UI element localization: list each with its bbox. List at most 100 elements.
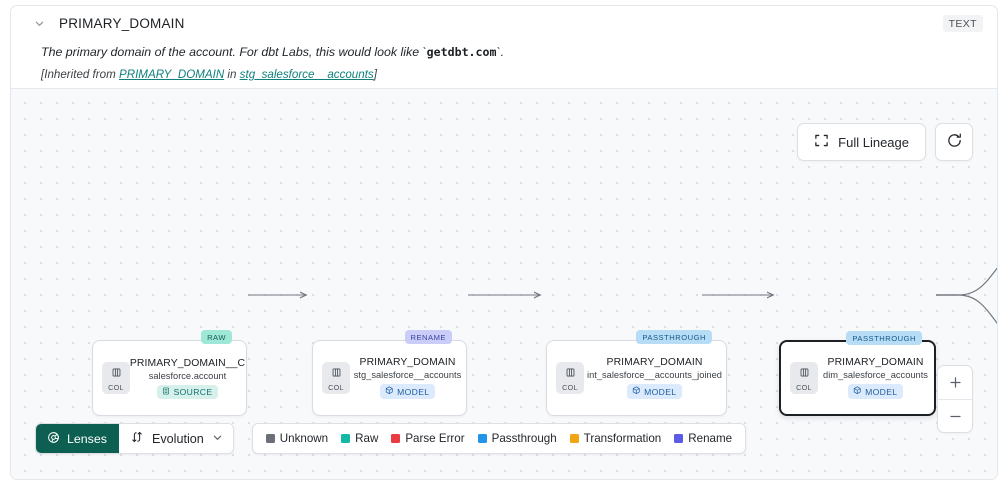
description-code: getdbt.com [426, 45, 497, 59]
lineage-edges [248, 267, 997, 324]
columns-icon [111, 365, 122, 383]
lenses-segmented-control: Lenses Evolution [35, 423, 234, 454]
database-icon [162, 387, 170, 397]
cube-icon [385, 386, 394, 397]
chevron-down-icon [212, 432, 223, 446]
lineage-canvas[interactable]: Full Lineage [11, 89, 997, 479]
node-table-name: salesforce.account [148, 370, 227, 381]
legend-swatch-passthrough [477, 434, 487, 443]
lineage-node[interactable]: RENAME COL PRIMARY_DOMAIN [312, 330, 467, 416]
description-text-after: `. [496, 45, 505, 59]
legend-swatch-transformation [569, 434, 579, 443]
lenses-button[interactable]: Lenses [36, 424, 119, 453]
node-kind-label: MODEL [644, 386, 677, 397]
lineage-graph: RAW COL PRIMARY_DOMAIN__C [11, 89, 997, 479]
column-chip: COL [790, 362, 818, 394]
legend-item: Rename [674, 432, 732, 445]
legend-item: Parse Error [391, 432, 465, 445]
node-column-name: PRIMARY_DOMAIN [606, 357, 703, 369]
legend-swatch-rename [674, 434, 684, 443]
node-table-name: int_salesforce__accounts_joined [587, 370, 722, 381]
node-kind-badge: SOURCE [156, 384, 219, 399]
lineage-node-selected[interactable]: PASSTHROUGH COL PRIMARY_DOMAIN [779, 331, 936, 416]
lenses-label: Lenses [67, 431, 107, 446]
lineage-node[interactable]: PASSTHROUGH COL PRIMARY_DOMAIN [546, 330, 727, 416]
inherited-from-note: [Inherited from PRIMARY_DOMAIN in stg_sa… [11, 62, 997, 81]
node-body: PRIMARY_DOMAIN stg_salesforce__accounts … [354, 357, 461, 399]
inherited-prefix: [Inherited from [41, 67, 119, 81]
full-lineage-label: Full Lineage [838, 134, 909, 150]
node-tag-badge: PASSTHROUGH [636, 330, 712, 344]
node-column-name: PRIMARY_DOMAIN [359, 357, 456, 369]
evolution-dropdown[interactable]: Evolution [118, 424, 233, 453]
node-tag-badge: RAW [201, 330, 232, 344]
column-chip-label: COL [328, 382, 344, 392]
inherited-model-link[interactable]: stg_salesforce__accounts [239, 67, 374, 81]
legend-label: Raw [355, 432, 379, 445]
lineage-node[interactable]: RAW COL PRIMARY_DOMAIN__C [92, 330, 247, 416]
column-chip: COL [102, 362, 130, 394]
column-chip-label: COL [108, 382, 124, 392]
node-tag-badge: PASSTHROUGH [846, 331, 922, 345]
node-kind-badge: MODEL [847, 384, 904, 399]
evolution-label: Evolution [151, 431, 204, 446]
zoom-in-button[interactable] [938, 366, 972, 399]
column-description: The primary domain of the account. For d… [11, 40, 997, 62]
node-kind-badge: MODEL [379, 384, 436, 399]
node-kind-label: SOURCE [173, 386, 213, 397]
column-chip-label: COL [796, 382, 812, 392]
inherited-column-link[interactable]: PRIMARY_DOMAIN [118, 67, 225, 81]
panel-header: PRIMARY_DOMAIN TEXT The primary domain o… [11, 6, 997, 89]
node-kind-label: MODEL [397, 386, 430, 397]
cube-icon [853, 386, 862, 397]
canvas-top-controls: Full Lineage [797, 123, 973, 161]
legend-item: Raw [341, 432, 378, 445]
node-body: PRIMARY_DOMAIN int_salesforce__accounts_… [587, 357, 722, 399]
lineage-legend: Unknown Raw Parse Error Passthrough [251, 423, 747, 454]
node-column-name: PRIMARY_DOMAIN__C [129, 357, 246, 369]
zoom-controls [937, 365, 973, 433]
column-type-badge: TEXT [942, 14, 983, 32]
full-lineage-button[interactable]: Full Lineage [797, 123, 926, 161]
node-table-name: dim_salesforce_accounts [823, 370, 928, 381]
node-body: PRIMARY_DOMAIN dim_salesforce_accounts M… [823, 357, 928, 399]
legend-item: Passthrough [477, 432, 557, 445]
node-body: PRIMARY_DOMAIN__C salesforce.account [130, 358, 245, 399]
cube-icon [632, 386, 641, 397]
columns-icon [799, 365, 810, 383]
flow-arrows-icon [130, 430, 144, 447]
legend-label: Unknown [279, 432, 329, 445]
node-column-name: PRIMARY_DOMAIN [827, 357, 924, 369]
column-chip: COL [556, 362, 584, 394]
legend-swatch-parse-error [391, 434, 401, 443]
legend-label: Parse Error [405, 432, 465, 445]
chevron-down-icon[interactable] [31, 15, 47, 31]
legend-label: Passthrough [491, 432, 557, 445]
legend-swatch-raw [341, 434, 351, 443]
refresh-icon [946, 132, 963, 152]
columns-icon [565, 365, 576, 383]
description-text-before: The primary domain of the account. For d… [41, 45, 427, 59]
node-table-name: stg_salesforce__accounts [353, 370, 462, 381]
legend-item: Transformation [569, 432, 662, 445]
refresh-button[interactable] [935, 123, 973, 161]
panel-header-top-row: PRIMARY_DOMAIN TEXT [11, 6, 997, 40]
node-kind-label: MODEL [865, 386, 898, 397]
legend-swatch-unknown [265, 434, 275, 443]
columns-icon [331, 365, 342, 383]
canvas-bottom-bar: Lenses Evolution [35, 423, 747, 454]
node-kind-badge: MODEL [626, 384, 683, 399]
legend-item: Unknown [265, 432, 329, 445]
inherited-mid: in [224, 67, 240, 81]
column-detail-panel: PRIMARY_DOMAIN TEXT The primary domain o… [10, 5, 998, 480]
zoom-out-button[interactable] [938, 399, 972, 432]
column-chip: COL [322, 362, 350, 394]
legend-label: Transformation [583, 432, 662, 445]
node-tag-badge: RENAME [404, 330, 452, 344]
expand-fullscreen-icon [814, 133, 829, 151]
page-title: PRIMARY_DOMAIN [59, 15, 185, 31]
inherited-suffix: ] [373, 67, 377, 81]
aperture-icon [47, 431, 60, 447]
legend-label: Rename [688, 432, 733, 445]
